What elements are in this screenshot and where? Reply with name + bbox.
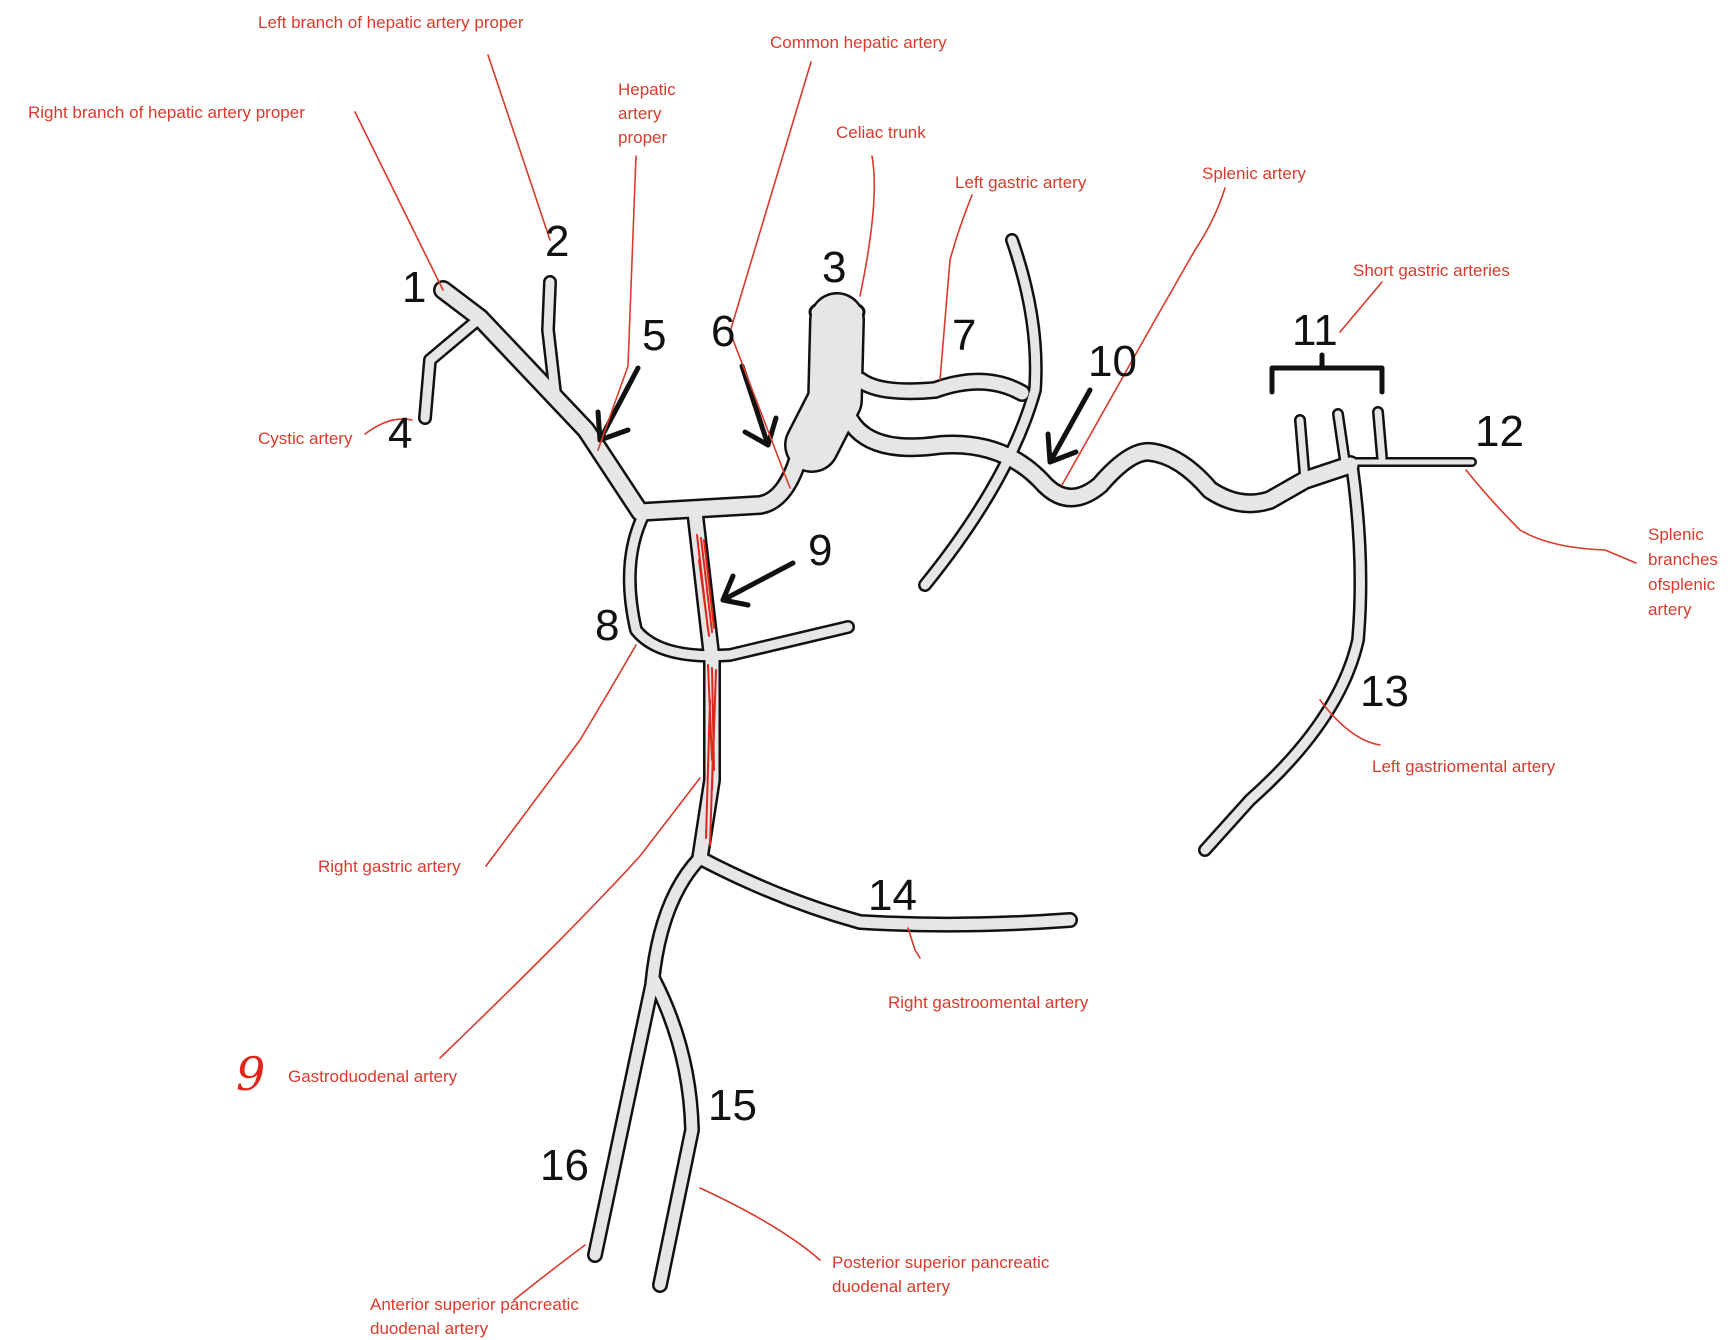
vessel-numbers: 1 2 3 4 5 6 7 8 9 10 11 12 13 14 15 16 (388, 217, 1524, 1190)
label-short-gastric: Short gastric arteries (1353, 261, 1510, 280)
number-8: 8 (595, 601, 619, 650)
label-anterior-spd-1: Anterior superior pancreatic (370, 1295, 579, 1314)
label-posterior-spd-1: Posterior superior pancreatic (832, 1253, 1050, 1272)
number-4: 4 (388, 409, 412, 458)
number-1: 1 (402, 263, 426, 312)
number-15: 15 (708, 1081, 757, 1130)
label-right-gastric: Right gastric artery (318, 857, 461, 876)
label-cystic: Cystic artery (258, 429, 353, 448)
handwritten-nine: 9 (236, 1047, 265, 1101)
number-9: 9 (808, 526, 832, 575)
label-left-branch-hap: Left branch of hepatic artery proper (258, 13, 524, 32)
label-left-gastric: Left gastric artery (955, 173, 1087, 192)
label-gastroduodenal: Gastroduodenal artery (288, 1067, 458, 1086)
bracket-11 (1269, 352, 1385, 395)
label-hepatic-artery-proper-3: proper (618, 128, 667, 147)
label-posterior-spd-2: duodenal artery (832, 1277, 951, 1296)
label-splenic-branches-2: branches (1648, 550, 1718, 569)
number-13: 13 (1360, 667, 1409, 716)
label-splenic: Splenic artery (1202, 164, 1306, 183)
label-anterior-spd-2: duodenal artery (370, 1319, 489, 1338)
leader-lines (354, 54, 1637, 1301)
number-12: 12 (1475, 407, 1524, 456)
label-left-gastromental: Left gastriomental artery (1372, 757, 1556, 776)
label-celiac-trunk: Celiac trunk (836, 123, 926, 142)
gastroduodenal-highlight (696, 534, 717, 846)
label-right-gastroomental: Right gastroomental artery (888, 993, 1089, 1012)
arrow-5 (595, 365, 641, 443)
annotation-labels: Left branch of hepatic artery proper Com… (28, 13, 1718, 1338)
number-6: 6 (711, 307, 735, 356)
vessel-fills (420, 235, 1475, 1291)
arrow-10 (1045, 387, 1093, 465)
vessel-outlines (418, 233, 1477, 1293)
number-10: 10 (1088, 337, 1137, 386)
label-splenic-branches-3: ofsplenic (1648, 575, 1716, 594)
label-splenic-branches-1: Splenic (1648, 525, 1704, 544)
label-hepatic-artery-proper-2: artery (618, 104, 662, 123)
number-7: 7 (952, 311, 976, 360)
number-14: 14 (868, 871, 917, 920)
label-common-hepatic: Common hepatic artery (770, 33, 947, 52)
pointer-arrows (595, 352, 1385, 608)
arrow-6 (739, 363, 779, 448)
number-16: 16 (540, 1141, 589, 1190)
label-splenic-branches-4: artery (1648, 600, 1692, 619)
number-11: 11 (1292, 306, 1338, 355)
label-hepatic-artery-proper-1: Hepatic (618, 80, 676, 99)
number-5: 5 (642, 311, 666, 360)
number-3: 3 (822, 243, 846, 292)
label-right-branch-hap: Right branch of hepatic artery proper (28, 103, 305, 122)
arrow-9 (720, 560, 796, 608)
number-2: 2 (545, 217, 569, 266)
